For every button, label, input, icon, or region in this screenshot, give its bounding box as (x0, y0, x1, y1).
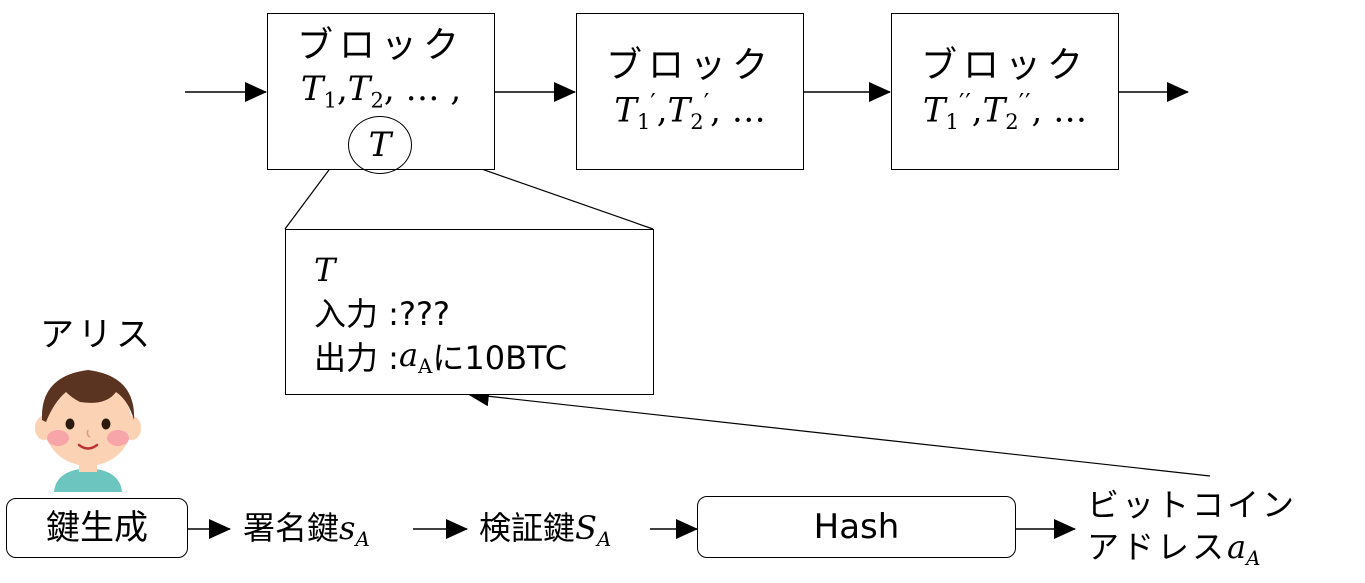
block-title: ブロック (920, 45, 1089, 86)
address-to-output-arrow (467, 386, 1211, 477)
highlighted-tx-label: T (368, 125, 392, 165)
tx-output-address: aA (398, 336, 433, 379)
tx-input-line: 入力 : ??? (314, 292, 653, 336)
bitcoin-address-var: aA (1227, 527, 1261, 570)
block-3: ブロック T1′′,T2′′, … (891, 13, 1119, 170)
block-tx-list: T1,T2, … , (300, 69, 462, 113)
signing-key-label: 署名鍵sA (243, 509, 370, 551)
tx-input-value: ??? (398, 295, 450, 333)
block-tx-list: T1′′,T2′′, … (922, 89, 1088, 135)
tx-output-label: 出力 : (314, 339, 399, 377)
block-2: ブロック T1′,T2′, … (576, 13, 804, 170)
signing-key-var: sA (339, 509, 370, 551)
keygen-button: 鍵生成 (6, 498, 188, 558)
bitcoin-address-label: ビットコイン アドレスaA (1087, 486, 1298, 570)
highlighted-tx-circle (348, 116, 412, 174)
alice-name: アリス (40, 315, 154, 355)
boy-face-icon (35, 370, 141, 492)
tx-input-label: 入力 : (314, 295, 399, 333)
verification-key-label: 検証鍵SA (479, 509, 612, 551)
block-title: ブロック (296, 25, 465, 66)
block-tx-list: T1′,T2′, … (614, 89, 766, 135)
verification-key-var: SA (575, 509, 612, 551)
block-title: ブロック (605, 45, 774, 86)
hash-box: Hash (697, 496, 1016, 558)
tx-detail-title: T (314, 251, 336, 289)
tx-output-amount: に10BTC (432, 339, 568, 377)
